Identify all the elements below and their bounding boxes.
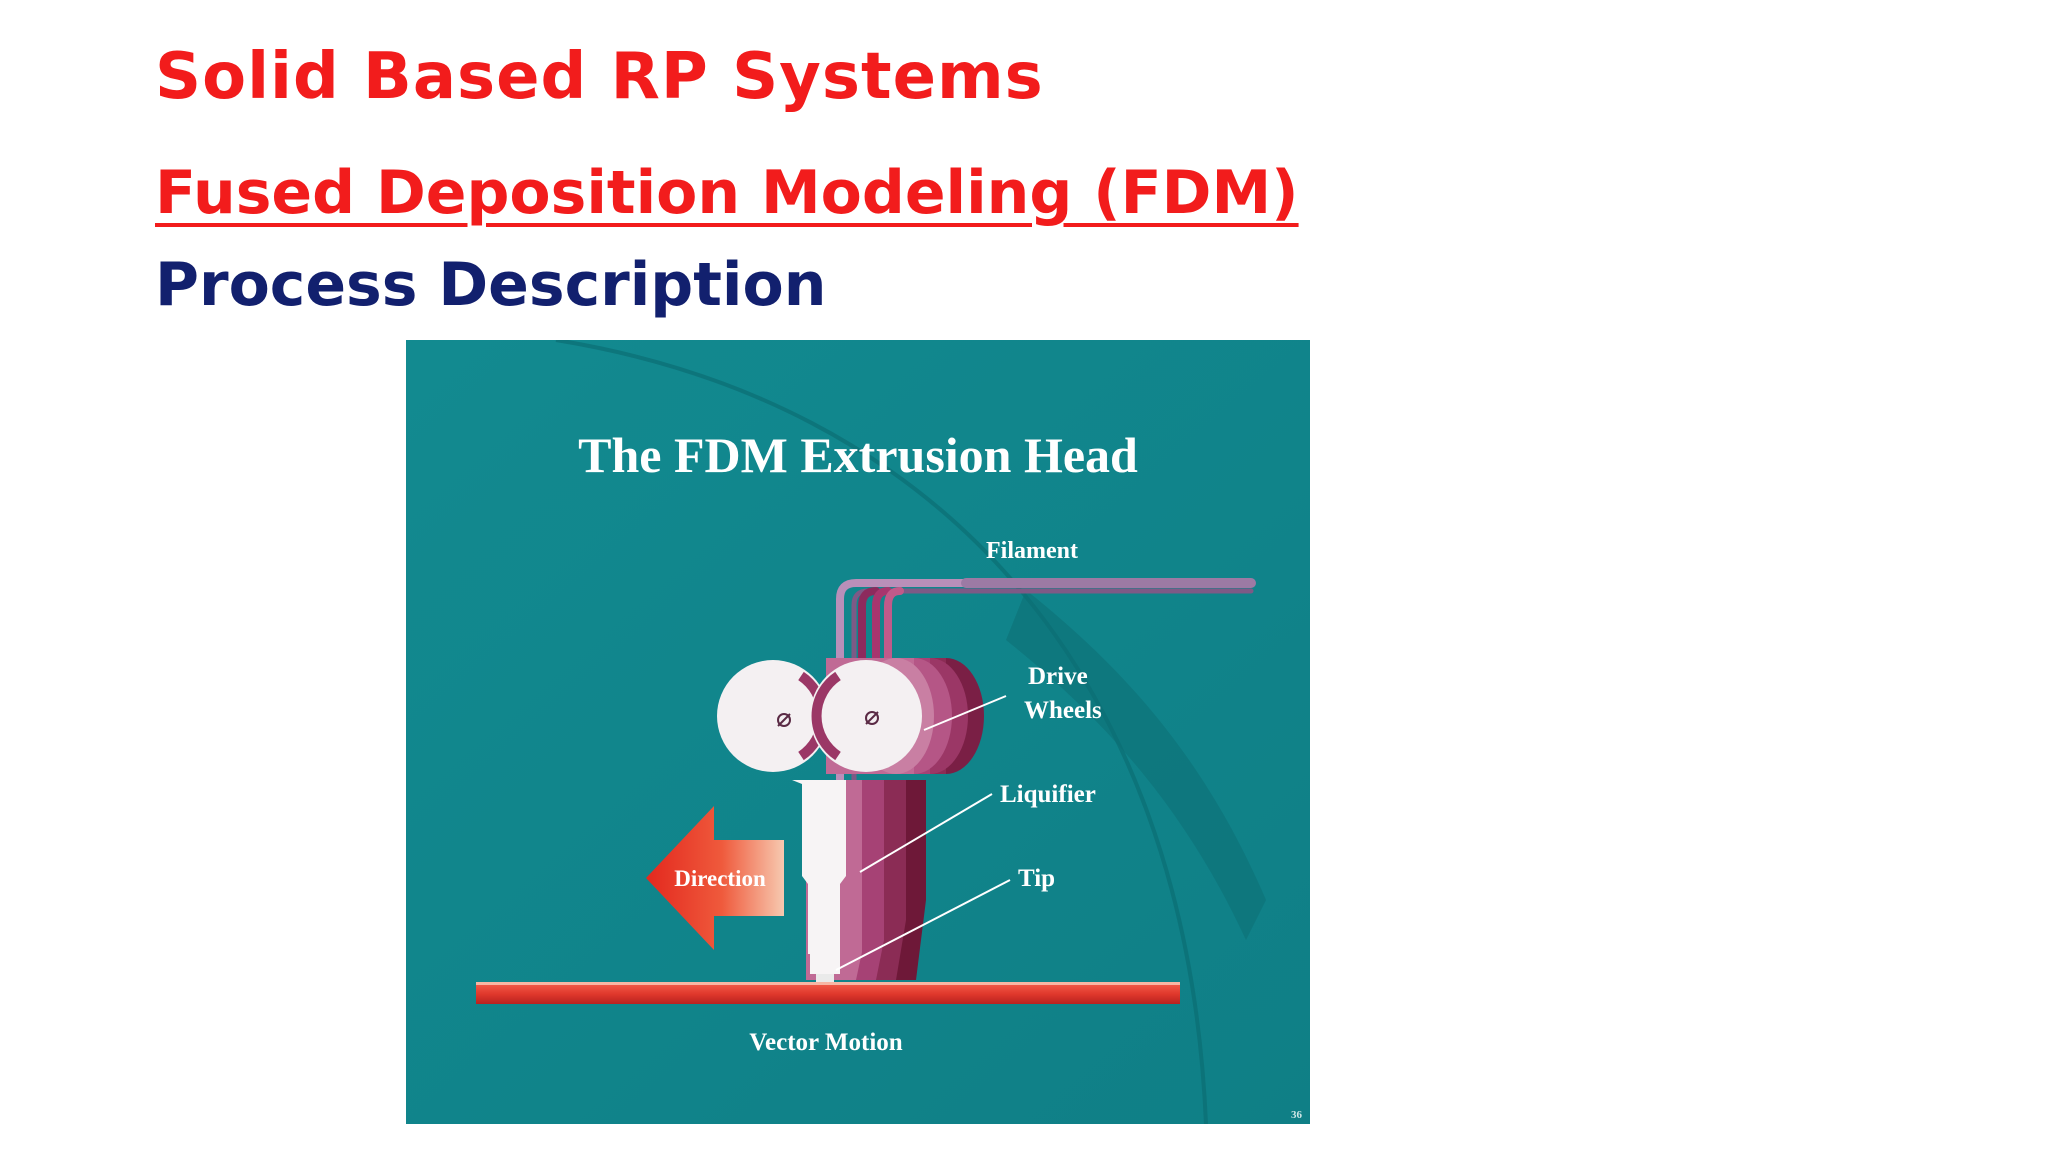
filament-icon [836, 578, 1256, 814]
direction-arrow-icon [646, 806, 784, 950]
filament-label: Filament [986, 538, 1078, 564]
liquifier-icon [792, 780, 926, 988]
figure-title: The FDM Extrusion Head [578, 427, 1138, 483]
decorative-shadow [1006, 590, 1266, 940]
fdm-extrusion-head-figure: The FDM Extrusion Head [406, 340, 1310, 1124]
slide-title: Solid Based RP Systems [155, 40, 1044, 114]
direction-label: Direction [674, 866, 766, 891]
callout-lines [835, 695, 1011, 971]
drive-wheels-label-line2: Wheels [1024, 697, 1102, 724]
slide-subtitle: Fused Deposition Modeling (FDM) [155, 158, 1299, 228]
fdm-diagram: The FDM Extrusion Head [406, 340, 1310, 1124]
liquifier-label: Liquifier [1000, 781, 1096, 808]
drive-wheels-icon [717, 658, 984, 774]
slide-heading: Process Description [155, 250, 827, 320]
vector-motion-label: Vector Motion [749, 1029, 903, 1056]
tip-label: Tip [1018, 865, 1055, 892]
build-rail [476, 984, 1180, 1004]
page-number: 36 [1291, 1109, 1303, 1121]
drive-wheels-label-line1: Drive [1028, 663, 1088, 690]
